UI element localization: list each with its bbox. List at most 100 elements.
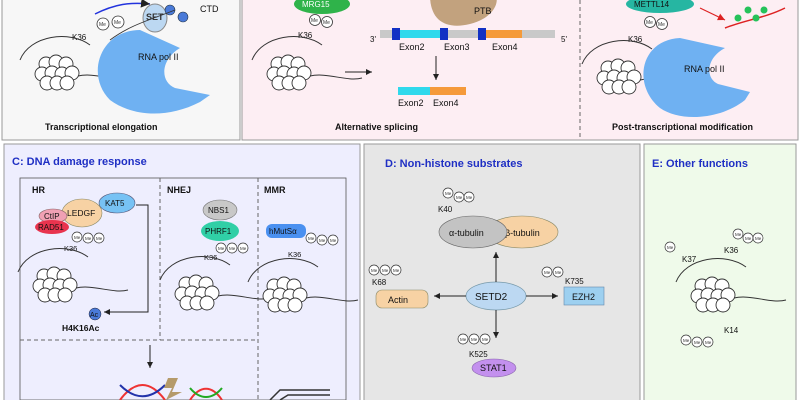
- h4k16ac-label: H4K16Ac: [62, 323, 100, 333]
- svg-text:RAD51: RAD51: [38, 223, 64, 232]
- svg-text:Me: Me: [85, 236, 92, 241]
- ptb-protein: [430, 0, 497, 26]
- pre-mrna: [380, 30, 555, 38]
- m6a-mark: [752, 14, 760, 22]
- ctd-p2: [177, 11, 189, 23]
- svg-text:Exon3: Exon3: [444, 42, 470, 52]
- svg-text:α-tubulin: α-tubulin: [449, 228, 484, 238]
- mrg15-protein: [294, 0, 350, 14]
- svg-text:Me: Me: [544, 270, 551, 275]
- svg-text:K525: K525: [469, 350, 488, 359]
- alpha-tubulin: [438, 215, 508, 249]
- hr-pathway: HR KAT5 LEDGF CtIP RAD51 Me Me Me K36 Ac…: [17, 185, 149, 333]
- svg-text:Me: Me: [471, 337, 478, 342]
- nhej-pathway: NHEJ NBS1 PHRF1 Me Me Me K36: [159, 185, 271, 311]
- svg-text:Me: Me: [229, 246, 236, 251]
- me-ball: [656, 18, 668, 30]
- panel-transcriptional-elongation: SET CTD Me Me K36 RNA pol II Transcripti…: [19, 0, 219, 132]
- svg-text:EZH2: EZH2: [572, 292, 595, 302]
- me-ball: [644, 16, 656, 28]
- ptb-label: PTB: [474, 6, 492, 16]
- svg-text:K36: K36: [288, 250, 301, 259]
- svg-text:K68: K68: [372, 278, 387, 287]
- svg-text:Exon4: Exon4: [433, 98, 459, 108]
- svg-text:Exon2: Exon2: [399, 42, 425, 52]
- svg-text:Me: Me: [646, 20, 653, 26]
- rna-pol-ii-shape: [97, 30, 210, 114]
- three-prime: 3': [370, 35, 376, 44]
- panel-e-title: E: Other functions: [652, 158, 748, 170]
- svg-text:Me: Me: [382, 268, 389, 273]
- svg-text:K40: K40: [438, 205, 453, 214]
- k36-label: K36: [298, 31, 313, 40]
- dna-damage-illustration: [119, 345, 330, 401]
- setd2-label: SETD2: [475, 292, 508, 303]
- svg-text:Me: Me: [308, 236, 315, 241]
- hmutsa-protein: [266, 224, 306, 238]
- k36-label: K36: [628, 35, 643, 44]
- svg-text:LEDGF: LEDGF: [67, 208, 95, 218]
- svg-text:HR: HR: [32, 185, 45, 195]
- svg-text:KAT5: KAT5: [105, 199, 125, 208]
- rad51-protein: [35, 220, 69, 234]
- m6a-mark: [744, 6, 752, 14]
- svg-text:PHRF1: PHRF1: [205, 227, 232, 236]
- m6a-mark: [760, 6, 768, 14]
- mrg15-label: MRG15: [302, 0, 330, 9]
- svg-text:Me: Me: [667, 245, 674, 250]
- svg-text:Ac: Ac: [90, 312, 99, 319]
- svg-text:Me: Me: [311, 18, 318, 24]
- svg-text:Me: Me: [755, 236, 762, 241]
- ac-mark: [88, 307, 102, 321]
- svg-text:Me: Me: [319, 238, 326, 243]
- phrf1-protein: [201, 221, 239, 241]
- svg-text:Me: Me: [96, 236, 103, 241]
- svg-text:hMutSα: hMutSα: [269, 227, 297, 236]
- red-arrow: [699, 7, 726, 21]
- blue-arrow: [94, 0, 151, 15]
- rna-pol-label: RNA pol II: [684, 64, 725, 74]
- non-histone-diagram: Me Me Me K40 β-tubulin α-tubulin SETD2 M…: [368, 187, 605, 378]
- panel-d-title: D: Non-histone substrates: [385, 158, 523, 170]
- mettl14-protein: [626, 0, 694, 13]
- svg-text:STAT1: STAT1: [480, 363, 507, 373]
- me-ball: [111, 15, 125, 29]
- svg-text:Me: Me: [371, 268, 378, 273]
- svg-text:β-tubulin: β-tubulin: [505, 228, 540, 238]
- svg-text:MMR: MMR: [264, 185, 286, 195]
- svg-text:Me: Me: [218, 246, 225, 251]
- svg-text:Actin: Actin: [388, 295, 408, 305]
- set-label: SET: [146, 12, 164, 22]
- svg-text:K14: K14: [724, 326, 739, 335]
- stat1-protein: [471, 358, 517, 378]
- svg-text:Me: Me: [330, 238, 337, 243]
- ctd-label: CTD: [200, 4, 219, 14]
- nbs1-protein: [202, 199, 238, 221]
- five-prime: 5': [561, 35, 567, 44]
- panel-c-title: C: DNA damage response: [12, 156, 147, 168]
- panel-post-transcriptional: METTL14 Me Me K36 RNA pol II Post-transc…: [581, 0, 786, 132]
- k36-label: K36: [72, 33, 87, 42]
- lightning-icon: [164, 378, 182, 400]
- svg-text:Me: Me: [456, 195, 463, 200]
- exon4-block: [486, 30, 522, 38]
- dna-strand-red: [119, 384, 166, 401]
- ezh2-box: [563, 286, 605, 306]
- svg-text:Me: Me: [74, 235, 81, 240]
- svg-text:Me: Me: [99, 22, 106, 28]
- svg-text:Me: Me: [240, 246, 247, 251]
- svg-text:K735: K735: [565, 277, 584, 286]
- me-ball: [321, 16, 333, 28]
- svg-text:NHEJ: NHEJ: [167, 185, 191, 195]
- exon2-block: [400, 30, 440, 38]
- mettl14-label: METTL14: [634, 0, 670, 9]
- svg-text:Me: Me: [460, 337, 467, 342]
- other-functions-diagram: Me K37 Me Me Me K36 K14 Me Me Me: [664, 228, 787, 348]
- svg-text:K36: K36: [724, 246, 739, 255]
- svg-text:NBS1: NBS1: [208, 206, 229, 215]
- svg-text:Me: Me: [658, 22, 665, 28]
- svg-text:Me: Me: [555, 270, 562, 275]
- svg-text:Me: Me: [114, 20, 121, 26]
- svg-text:Me: Me: [482, 337, 489, 342]
